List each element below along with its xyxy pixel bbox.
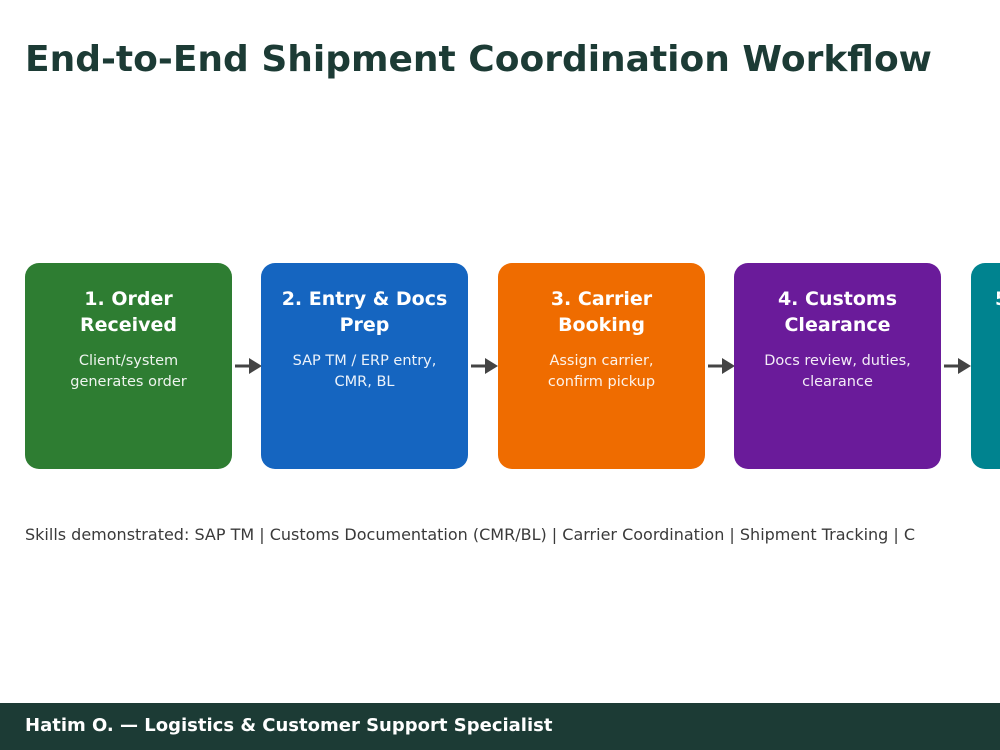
step-carrier-booking: 3. Carrier Booking Assign carrier, confi… [498, 263, 705, 469]
skills-demonstrated: Skills demonstrated: SAP TM | Customs Do… [25, 525, 916, 544]
arrow-right-icon [708, 358, 735, 374]
step-title: 4. Customs Clearance [777, 288, 898, 336]
step-customs-clearance: 4. Customs Clearance Docs review, duties… [734, 263, 941, 469]
step-title: 3. Carrier Booking [550, 288, 653, 336]
arrow-right-icon [235, 358, 262, 374]
workflow-diagram: 1. Order Received Client/system generate… [0, 263, 1000, 469]
step-title: 5 [971, 286, 1000, 312]
step-title: 1. Order Received [79, 288, 178, 336]
step-description: Client/system generates order [70, 353, 187, 390]
arrow-right-icon [944, 358, 971, 374]
step-title: 2. Entry & Docs Prep [281, 288, 448, 336]
step-description: Docs review, duties, clearance [764, 353, 911, 390]
page-title: End-to-End Shipment Coordination Workflo… [25, 39, 932, 80]
footer-text: Hatim O. — Logistics & Customer Support … [25, 715, 553, 736]
step-5-partial: 5 [971, 263, 1000, 469]
step-order-received: 1. Order Received Client/system generate… [25, 263, 232, 469]
step-description: SAP TM / ERP entry, CMR, BL [292, 353, 437, 390]
arrow-right-icon [471, 358, 498, 374]
step-description: Assign carrier, confirm pickup [547, 353, 656, 390]
step-entry-docs-prep: 2. Entry & Docs Prep SAP TM / ERP entry,… [261, 263, 468, 469]
footer-bar: Hatim O. — Logistics & Customer Support … [0, 703, 1000, 750]
